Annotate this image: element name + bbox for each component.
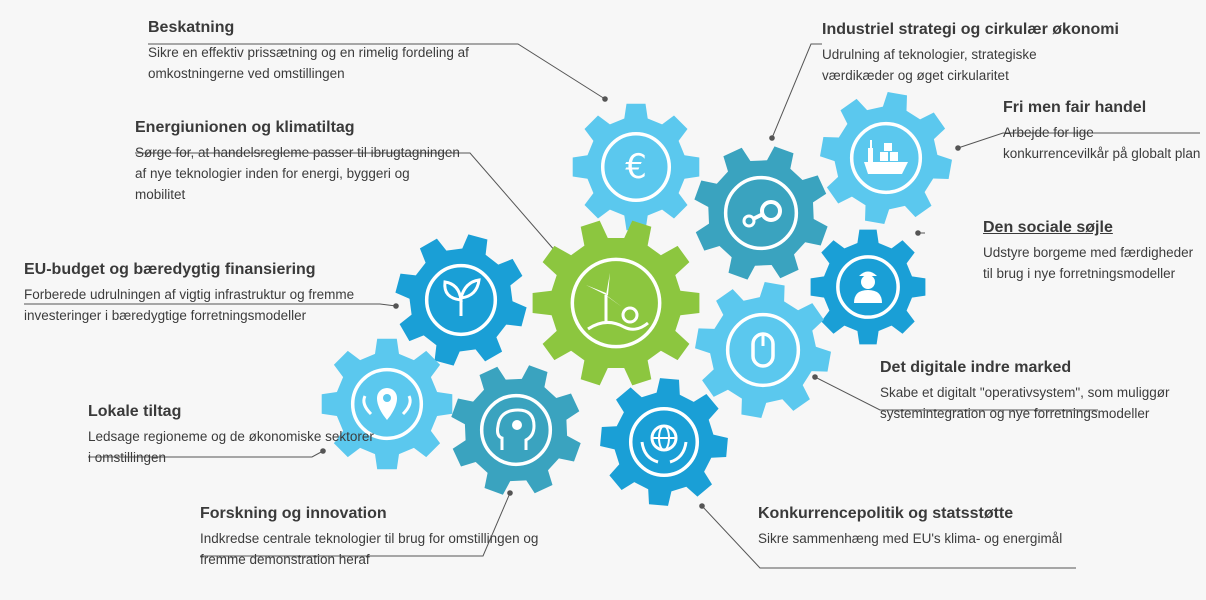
topic-description: Skabe et digitalt "operativsystem", som … bbox=[880, 385, 1170, 421]
topic-description: Sikre en effektiv prissætning og en rime… bbox=[148, 45, 469, 81]
cargo-ship-icon bbox=[864, 140, 908, 174]
topic-title: Beskatning bbox=[148, 19, 235, 36]
topic-description: Arbejde for lige konkurrencevilkår på gl… bbox=[1003, 125, 1201, 161]
connector-digitale bbox=[812, 374, 1098, 411]
connector-lokale bbox=[88, 448, 326, 458]
topic-forskning: Forskning og innovation Indkredse centra… bbox=[200, 504, 540, 570]
gear-icons: € bbox=[362, 140, 908, 464]
gear-energiunionen bbox=[532, 220, 700, 386]
plant-icon bbox=[443, 278, 481, 316]
head-lightbulb-icon bbox=[496, 408, 536, 450]
globe-hands-icon bbox=[640, 424, 688, 464]
topic-title: Den sociale søjle bbox=[983, 219, 1113, 236]
gear-konkurrence bbox=[600, 378, 728, 506]
euro-icon: € bbox=[625, 147, 647, 187]
mouse-icon bbox=[751, 332, 775, 368]
connector-industriel bbox=[769, 43, 822, 141]
topic-title: Konkurrencepolitik og statsstøtte bbox=[758, 505, 1014, 522]
topic-description: Sørge for, at handelsregleme passer til … bbox=[135, 145, 460, 202]
wind-turbine-icon bbox=[586, 273, 649, 331]
topic-title: Det digitale indre marked bbox=[880, 359, 1072, 376]
topic-industriel: Industriel strategi og cirkulær økonomi … bbox=[822, 20, 1119, 86]
gear-digitale bbox=[695, 282, 831, 418]
topic-title: EU-budget og bæredygtig finansiering bbox=[24, 261, 316, 278]
topic-title: Energiunionen og klimatiltag bbox=[135, 119, 355, 136]
location-pins-icon bbox=[362, 388, 412, 420]
topic-description: Udrulning af teknologier, strategiske væ… bbox=[822, 47, 1037, 83]
topic-description: Sikre sammenhæng med EU's klima- og ener… bbox=[758, 531, 1063, 546]
topic-konkurrence: Konkurrencepolitik og statsstøtte Sikre … bbox=[758, 504, 1078, 549]
connector-lines bbox=[24, 43, 1200, 569]
gear-beskatning bbox=[572, 103, 700, 231]
connector-konkurrence bbox=[699, 503, 1076, 569]
connector-forskning bbox=[200, 490, 513, 557]
topic-title: Lokale tiltag bbox=[88, 403, 182, 420]
topic-social: Den sociale søjle Udstyre borgeme med fæ… bbox=[983, 218, 1198, 284]
worker-icon bbox=[854, 271, 882, 303]
topic-title: Fri men fair handel bbox=[1003, 99, 1147, 116]
topic-lokale: Lokale tiltag Ledsage regioneme og de øk… bbox=[88, 402, 378, 468]
topic-description: Indkredse centrale teknologier til brug … bbox=[200, 531, 539, 567]
topic-description: Ledsage regioneme og de økonomiske sekto… bbox=[88, 429, 374, 465]
svg-text:€: € bbox=[625, 147, 647, 187]
connector-beskatning bbox=[148, 43, 608, 102]
topic-energiunionen: Energiunionen og klimatiltag Sørge for, … bbox=[135, 118, 460, 205]
topic-fri-handel: Fri men fair handel Arbejde for lige kon… bbox=[1003, 98, 1203, 164]
topic-digitale: Det digitale indre marked Skabe et digit… bbox=[880, 358, 1180, 424]
topic-description: Udstyre borgeme med færdigheder til brug… bbox=[983, 245, 1194, 281]
topic-title: Forskning og innovation bbox=[200, 505, 387, 522]
connector-social bbox=[915, 230, 925, 236]
gear-forskning bbox=[451, 365, 581, 495]
topic-title: Industriel strategi og cirkulær økonomi bbox=[822, 21, 1119, 38]
connector-fri-handel bbox=[955, 132, 1200, 151]
topic-beskatning: Beskatning Sikre en effektiv prissætning… bbox=[148, 18, 508, 84]
topic-description: Forberede udrulningen af vigtig infrastr… bbox=[24, 287, 355, 323]
steam-link-icon bbox=[742, 200, 782, 228]
topic-eu-budget: EU-budget og bæredygtig finansiering For… bbox=[24, 260, 369, 326]
connector-eu-budget bbox=[24, 303, 399, 309]
